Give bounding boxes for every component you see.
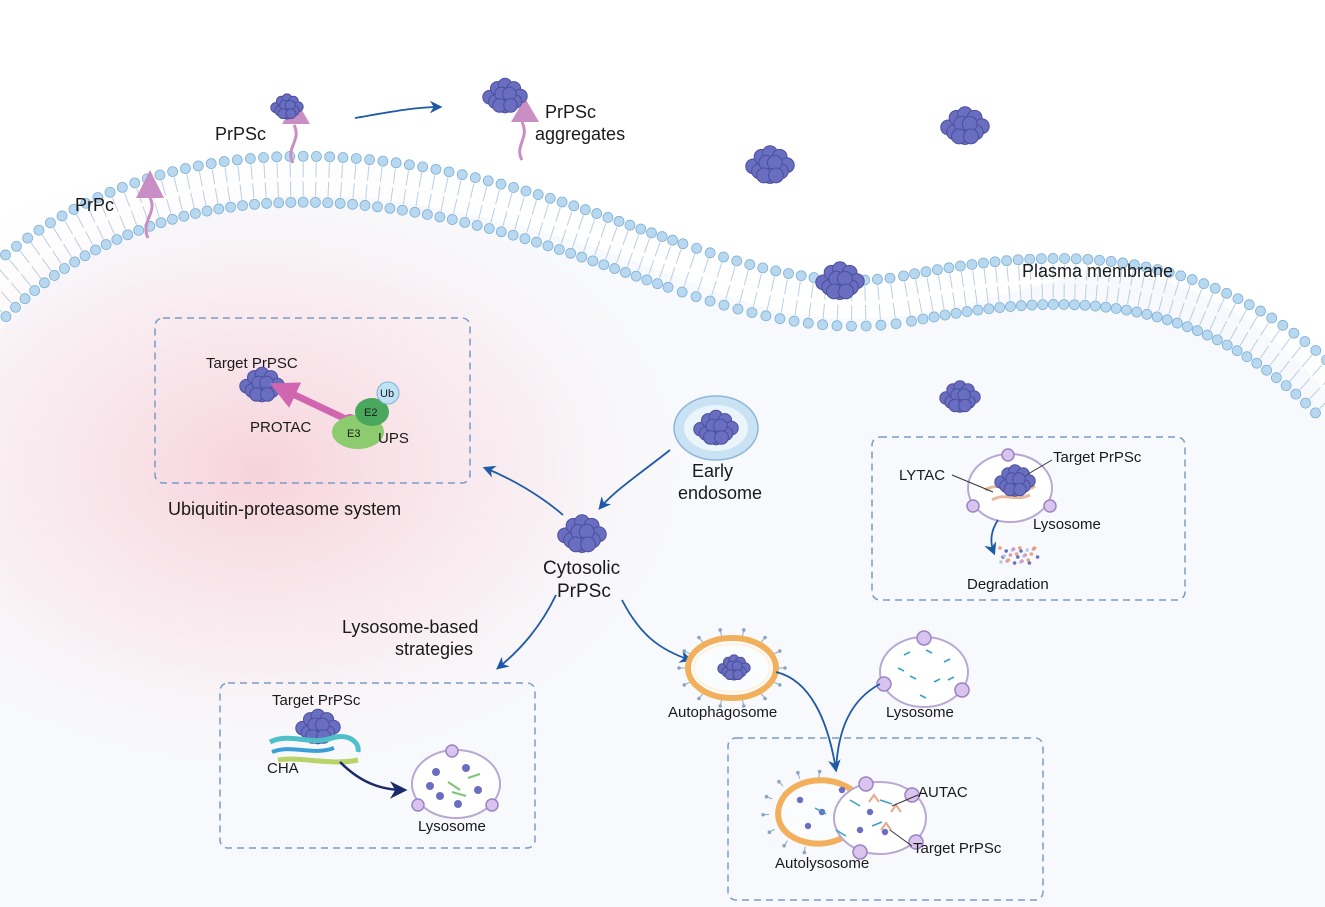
autophagosome-receptors [677, 628, 787, 708]
early-endosome-label-2: endosome [678, 483, 762, 503]
to-autophagosome-arrow [621, 599, 693, 663]
lytac-lysosome-label: Lysosome [1033, 516, 1101, 533]
autophagosome-fusion-arrow [775, 671, 841, 773]
lysosome-strategies-label-2: strategies [395, 639, 473, 659]
prion-aggregate-icon [557, 514, 607, 553]
cha-lysosome-label: Lysosome [418, 818, 486, 835]
autolysosome-contents [796, 786, 902, 837]
prion-aggregate-icon [239, 366, 285, 403]
lysosome-icon [876, 630, 970, 708]
conversion-arrow [354, 100, 443, 119]
lytac-target-label: Target PrPSc [1053, 449, 1142, 466]
autac-panel [727, 737, 1044, 901]
to-cha-arrow [496, 594, 557, 670]
autophagy-lysosome-label: Lysosome [886, 704, 954, 721]
protac-label: PROTAC [250, 419, 312, 436]
cha-panel [219, 682, 536, 849]
autolysosome-receptors [761, 769, 822, 855]
autolysosome-icon [775, 776, 927, 860]
prion-aggregate-icon [482, 77, 528, 114]
e3-label: E3 [347, 428, 360, 440]
autolysosome-label: Autolysosome [775, 855, 869, 872]
prpsc-aggregates-label-2: aggregates [535, 124, 625, 144]
autac-target-pointer [889, 829, 913, 847]
prion-aggregate-icon [270, 93, 304, 120]
plasma-membrane-label: Plasma membrane [1022, 261, 1173, 281]
autac-pointer [891, 794, 919, 807]
degradation-label: Degradation [967, 576, 1049, 593]
prion-aggregate-icon [940, 106, 990, 145]
to-degradation-arrow [984, 519, 999, 556]
lysosome-strategies-label-1: Lysosome-based [342, 617, 478, 637]
degradation-fragments [998, 546, 1040, 565]
prpc-protein-icon [136, 170, 164, 239]
ups-target-label: Target PrPSC [206, 355, 298, 372]
cha-to-lysosome-arrow [339, 761, 408, 799]
lytac-pointer [951, 474, 994, 493]
protac-arrow [269, 382, 354, 426]
prpsc-aggregates-label-1: PrPSc [545, 102, 596, 122]
lysosome-enzymes [897, 649, 955, 699]
lytac-panel [871, 436, 1186, 601]
ups-caption: Ubiquitin-proteasome system [168, 499, 401, 519]
ups-label: UPS [378, 430, 409, 447]
cha-chaperone-icon [268, 734, 361, 765]
autac-label: AUTAC [918, 784, 968, 801]
e2-label: E2 [364, 407, 377, 419]
prion-aggregate-icon [745, 145, 795, 184]
prion-aggregate-icon [994, 464, 1036, 497]
cytosolic-label-1: Cytosolic [543, 558, 620, 579]
prion-aggregate-icon [815, 261, 865, 300]
lysosome-icon [411, 744, 501, 819]
early-endosome-label-1: Early [692, 461, 733, 481]
prion-aggregate-icon [717, 654, 751, 681]
prpsc-aggregate-protein [511, 98, 539, 161]
cha-target-label: Target PrPSc [272, 692, 361, 709]
lytac-label: LYTAC [899, 467, 945, 484]
autac-target-label: Target PrPSc [913, 840, 1002, 857]
ubiquitin-icon [376, 381, 400, 405]
ups-panel [154, 317, 471, 484]
lysosome-contents [426, 764, 482, 808]
prpsc-label: PrPSc [215, 124, 266, 144]
prpc-label: PrPc [75, 195, 114, 215]
ub-label: Ub [380, 388, 394, 400]
e2-enzyme-icon [355, 398, 389, 426]
autophagosome-label: Autophagosome [668, 704, 777, 721]
prion-aggregate-icon [693, 409, 739, 446]
lysosome-fusion-arrow [835, 683, 881, 771]
endosome-to-cytosol-arrow [598, 449, 671, 510]
pink-glow [0, 140, 730, 800]
to-ups-arrow [482, 465, 564, 516]
cha-label: CHA [267, 760, 299, 777]
lytac-target-pointer [1027, 459, 1053, 475]
prion-aggregate-icon [939, 380, 981, 413]
cytosolic-label-2: PrPSc [557, 581, 611, 602]
